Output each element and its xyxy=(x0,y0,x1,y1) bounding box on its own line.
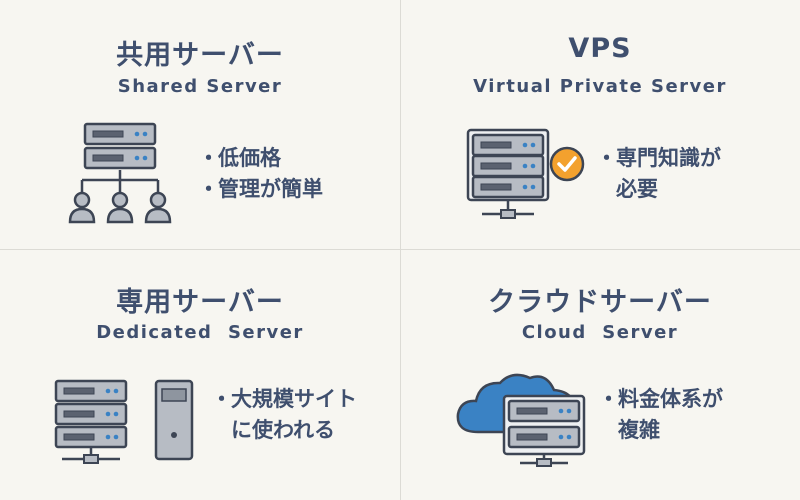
quadrant-dedicated-server: 専用サーバー Dedicated Server ・大規模サイト に使われる xyxy=(0,250,400,500)
subtitle-vps: Virtual Private Server xyxy=(473,76,727,97)
quadrant-shared-server: 共用サーバー Shared Server ・低価格 ・管理が簡単 xyxy=(0,0,400,250)
subtitle-dedicated-server: Dedicated Server xyxy=(96,322,304,343)
shared-server-icon xyxy=(68,122,172,224)
bullet-item: ・料金体系が xyxy=(598,387,723,411)
subtitle-shared-server: Shared Server xyxy=(117,76,283,97)
dedicated-server-icon xyxy=(54,379,194,464)
bullet-item: に使われる xyxy=(231,418,335,442)
title-cloud-server: クラウドサーバー xyxy=(488,287,712,318)
bullet-item: ・低価格 xyxy=(198,146,281,170)
bullet-item: ・専門知識が xyxy=(596,146,721,170)
horizontal-divider xyxy=(0,249,800,250)
cloud-server-icon xyxy=(456,373,586,467)
quadrant-vps: VPS Virtual Private Server ・専門知識が 必要 xyxy=(400,0,800,250)
bullet-item: 複雑 xyxy=(618,418,660,442)
vertical-divider xyxy=(400,0,401,500)
title-dedicated-server: 専用サーバー xyxy=(116,287,284,318)
subtitle-cloud-server: Cloud Server xyxy=(521,322,679,343)
bullet-item: ・大規模サイト xyxy=(211,387,357,411)
bullet-item: ・管理が簡単 xyxy=(198,177,323,201)
bullet-list-vps: ・専門知識が 必要 xyxy=(596,143,721,205)
bullet-list-dedicated-server: ・大規模サイト に使われる xyxy=(211,384,357,446)
vps-server-check-icon xyxy=(466,128,585,219)
bullet-item: 必要 xyxy=(616,177,658,201)
title-shared-server: 共用サーバー xyxy=(116,40,284,71)
quadrant-cloud-server: クラウドサーバー Cloud Server ・料金体系が 複雑 xyxy=(400,250,800,500)
bullet-list-shared-server: ・低価格 ・管理が簡単 xyxy=(198,143,323,205)
bullet-list-cloud-server: ・料金体系が 複雑 xyxy=(598,384,723,446)
title-vps: VPS xyxy=(568,33,632,64)
